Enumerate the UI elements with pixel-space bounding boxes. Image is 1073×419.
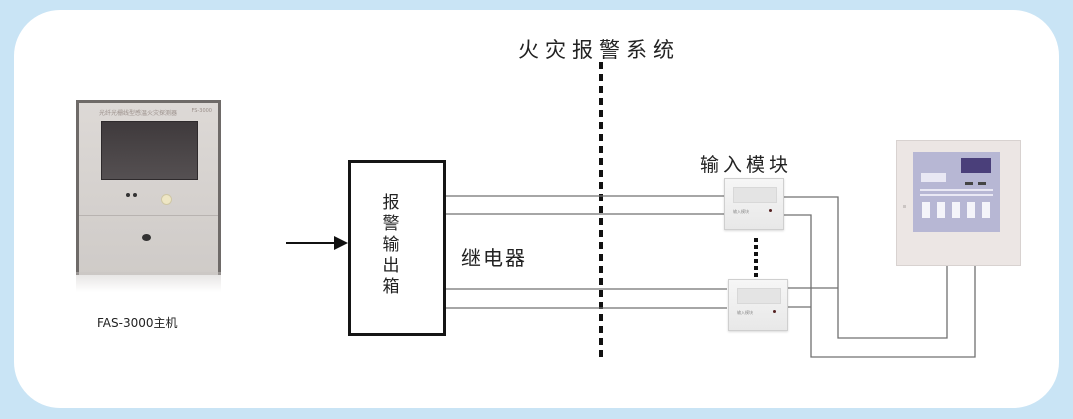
bus-line-b bbox=[782, 214, 976, 358]
host-button-icon bbox=[133, 193, 137, 197]
label-char: 输 bbox=[382, 235, 400, 255]
module-ellipsis bbox=[754, 238, 758, 277]
module-window bbox=[737, 288, 781, 304]
relay-1-contact-lower bbox=[428, 209, 724, 215]
module-window bbox=[733, 187, 777, 203]
controller-button bbox=[967, 202, 975, 218]
input-module-label: 输入模块 bbox=[700, 154, 793, 176]
relay-1-contact-upper bbox=[422, 195, 724, 207]
module-led-icon bbox=[769, 209, 772, 212]
controller-button bbox=[982, 202, 990, 218]
label-char: 出 bbox=[382, 256, 400, 276]
bus-line-a bbox=[782, 196, 948, 339]
host-panel-heading: 光纤光栅线型感温火灾探测器 bbox=[99, 110, 178, 117]
input-module-1: 输入模块 bbox=[724, 178, 784, 230]
controller-face bbox=[913, 152, 1000, 232]
fas-3000-host: 光纤光栅线型感温火灾探测器 FS-3000 bbox=[76, 100, 221, 275]
controller-indicator-icon bbox=[978, 182, 986, 185]
module-text: 输入模块 bbox=[733, 209, 749, 214]
panel-hinge bbox=[903, 205, 906, 208]
arrow-head bbox=[334, 236, 348, 250]
relay-2-contact-lower bbox=[428, 303, 727, 309]
alarm-output-box: 报 警 输 出 箱 bbox=[348, 160, 446, 336]
label-char: 箱 bbox=[382, 277, 400, 297]
label-char: 警 bbox=[382, 214, 400, 234]
controller-bar bbox=[920, 189, 993, 191]
controller-button bbox=[937, 202, 945, 218]
host-button-icon bbox=[126, 193, 130, 197]
controller-display bbox=[961, 158, 991, 173]
controller-button bbox=[922, 202, 930, 218]
host-caption: FAS-3000主机 bbox=[97, 316, 178, 330]
diagram-title: 火灾报警系统 bbox=[518, 38, 680, 62]
host-reflection bbox=[76, 272, 221, 292]
module-text: 输入模块 bbox=[737, 310, 753, 315]
controller-bar bbox=[920, 194, 993, 196]
alarm-output-box-label: 报 警 输 出 箱 bbox=[381, 193, 401, 298]
controller-button bbox=[952, 202, 960, 218]
module-led-icon bbox=[773, 310, 776, 313]
fire-alarm-controller bbox=[896, 140, 1021, 266]
relay-2-contact-upper bbox=[422, 288, 727, 300]
host-key-icon bbox=[161, 194, 172, 205]
label-char: 报 bbox=[382, 193, 400, 213]
host-model-badge: FS-3000 bbox=[191, 108, 213, 114]
host-lock-icon bbox=[142, 234, 151, 241]
host-divider bbox=[79, 215, 218, 216]
controller-indicator-icon bbox=[965, 182, 973, 185]
host-screen bbox=[101, 121, 198, 180]
relay-label: 继电器 bbox=[461, 246, 527, 270]
controller-keypad bbox=[921, 173, 946, 182]
input-module-2: 输入模块 bbox=[728, 279, 788, 331]
